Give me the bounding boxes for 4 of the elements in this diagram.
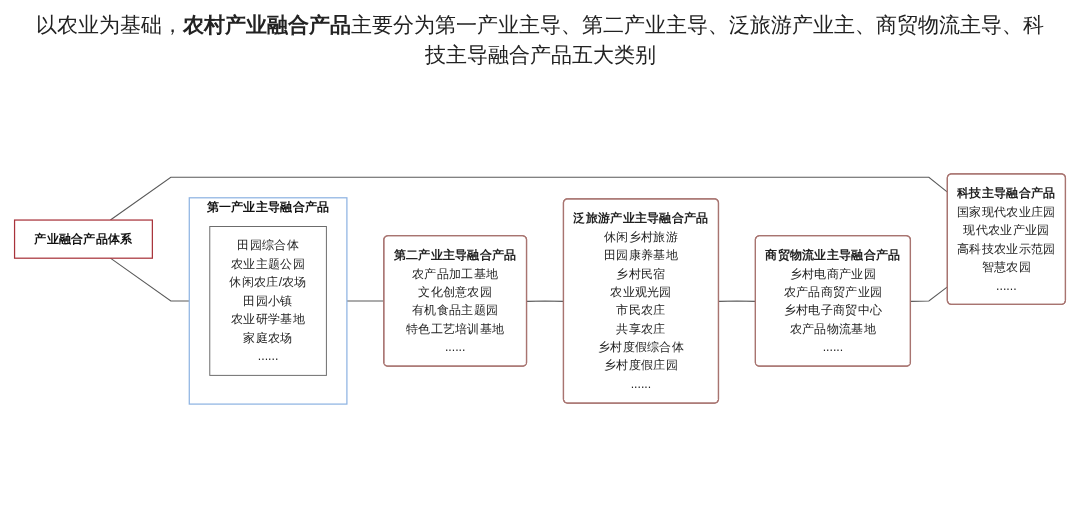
title: 以农业为基础，农村产业融合产品主要分为第一产业主导、第二产业主导、泛旅游产业主、商贸物流主导、科技主导融合产品五大类别	[35, 12, 1045, 68]
node-box: 田园综合体 农业主题公园 休闲农庄/农场 田园小镇 农业研学基地 家庭农场 ......	[209, 226, 327, 376]
connector	[109, 257, 190, 302]
node-box: 产业融合产品体系	[13, 219, 153, 259]
